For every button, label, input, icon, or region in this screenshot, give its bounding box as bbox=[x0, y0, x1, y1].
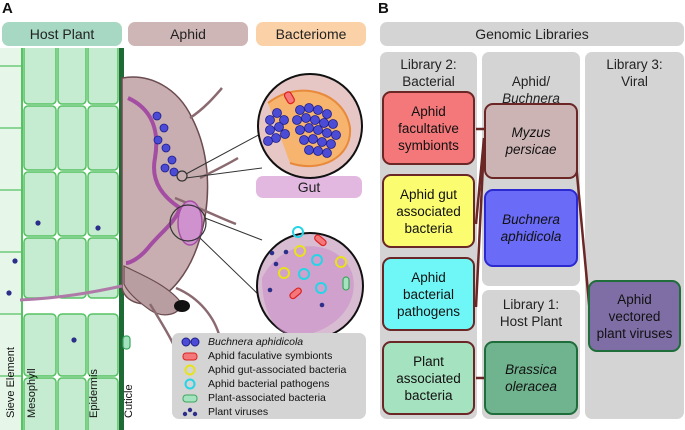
legend-item-pathogens: Aphid bacterial pathogens bbox=[180, 377, 329, 390]
aphid-body bbox=[121, 76, 209, 305]
aphid-buchnera-title: Aphid/Buchnera bbox=[482, 56, 580, 107]
legend-label: Plant-associated bacteria bbox=[208, 391, 326, 404]
box-aphid-gut-bacteria: Aphid gut associated bacteria bbox=[382, 174, 475, 248]
library3-title: Library 3: Viral bbox=[606, 57, 663, 89]
connector-pathogens bbox=[474, 143, 486, 308]
green-rod-icon bbox=[180, 392, 202, 404]
box-buchnera-aphidicola: Buchnera aphidicola bbox=[484, 189, 578, 267]
genomic-libraries-title: Genomic Libraries bbox=[380, 22, 684, 46]
gut-plant-bacteria-rod bbox=[342, 276, 350, 291]
legend-panel: Buchnera aphidicola Aphid faculative sym… bbox=[172, 333, 366, 419]
aphid-gut-tract bbox=[125, 96, 183, 265]
plant-virus-dots bbox=[6, 220, 101, 343]
sieve-element-column bbox=[0, 48, 22, 430]
box-myzus-persicae: Myzus persicae bbox=[484, 103, 578, 179]
bacteriome-header: Bacteriome bbox=[256, 22, 366, 46]
legend-label: Plant viruses bbox=[208, 405, 269, 418]
epidermis-label: Epidermis bbox=[88, 369, 100, 418]
library2-title: Library 2: Bacterial bbox=[400, 57, 457, 89]
gut-facultative-rods bbox=[289, 234, 327, 300]
host-plant-header-label: Host Plant bbox=[29, 26, 95, 42]
library3-column bbox=[585, 52, 684, 419]
blue-cells-icon bbox=[180, 336, 202, 348]
box-aphid-facultative-symbionts: Aphid facultative symbionts bbox=[382, 91, 475, 165]
bacteriome-focus-circle bbox=[176, 170, 188, 182]
aphid-head bbox=[123, 265, 183, 316]
legend-label: Aphid gut-associated bacteria bbox=[208, 363, 347, 376]
legend-label: Aphid faculative symbionts bbox=[208, 349, 333, 362]
aphid-stylet bbox=[19, 284, 123, 302]
red-rod-icon bbox=[180, 350, 202, 362]
genomic-libraries-title-label: Genomic Libraries bbox=[475, 26, 589, 42]
plant-cells bbox=[23, 48, 119, 430]
sieve-plates bbox=[0, 65, 22, 377]
legend-item-facultative: Aphid faculative symbionts bbox=[180, 349, 332, 362]
legend-label: Aphid bacterial pathogens bbox=[208, 377, 330, 390]
panel-b-letter: B bbox=[378, 0, 389, 17]
library1-title: Library 1: Host Plant bbox=[499, 297, 563, 329]
aphid-buchnera-cluster bbox=[152, 111, 179, 177]
box-brassica-oleracea: Brassica oleracea bbox=[484, 341, 578, 415]
aphid-gut-pouch bbox=[177, 200, 203, 246]
box-aphid-vectored-plant-viruses: Aphid vectored plant viruses bbox=[588, 280, 681, 352]
gut-zoom-line-1 bbox=[204, 217, 263, 241]
virus-dots-icon bbox=[180, 406, 202, 418]
legend-item-plant-bacteria: Plant-associated bacteria bbox=[180, 391, 326, 404]
gut-header: Gut bbox=[256, 176, 362, 198]
aphid-header: Aphid bbox=[128, 22, 248, 46]
legend-item-gut-bacteria: Aphid gut-associated bacteria bbox=[180, 363, 346, 376]
gut-focus-circle bbox=[169, 204, 207, 242]
cyan-ring-icon bbox=[180, 378, 202, 390]
aphid-header-label: Aphid bbox=[170, 26, 206, 42]
legend-item-viruses: Plant viruses bbox=[180, 405, 268, 418]
panel-a-letter: A bbox=[2, 0, 13, 17]
aphid-buchnera-title-text: Aphid/Buchnera bbox=[502, 74, 560, 106]
cuticle-label: Cuticle bbox=[123, 384, 135, 418]
aphid-feeding-illustration bbox=[0, 48, 364, 430]
aphid-eye bbox=[174, 300, 190, 312]
bacteriome-buchnera-cells bbox=[263, 103, 341, 158]
sieve-element-label: Sieve Element bbox=[5, 347, 17, 418]
bacteriome-header-label: Bacteriome bbox=[275, 26, 347, 42]
bacteriome-zoom-line-2 bbox=[185, 167, 263, 179]
bacteriome-zoom-line-1 bbox=[185, 131, 265, 175]
box-plant-associated-bacteria: Plant associated bacteria bbox=[382, 341, 475, 415]
legend-label: Buchnera aphidicola bbox=[208, 335, 304, 348]
box-aphid-bacterial-pathogens: Aphid bacterial pathogens bbox=[382, 257, 475, 331]
bacteriome-facultative-rod bbox=[283, 91, 295, 105]
mesophyll-label: Mesophyll bbox=[26, 368, 38, 418]
yellow-ring-icon bbox=[180, 364, 202, 376]
gut-zoom-line-2 bbox=[199, 237, 263, 299]
gut-header-label: Gut bbox=[297, 179, 321, 195]
host-plant-header: Host Plant bbox=[2, 22, 122, 46]
gut-bacteria bbox=[278, 226, 347, 294]
legend-item-buchnera: Buchnera aphidicola bbox=[180, 335, 303, 348]
gut-virus-dots bbox=[267, 249, 325, 308]
